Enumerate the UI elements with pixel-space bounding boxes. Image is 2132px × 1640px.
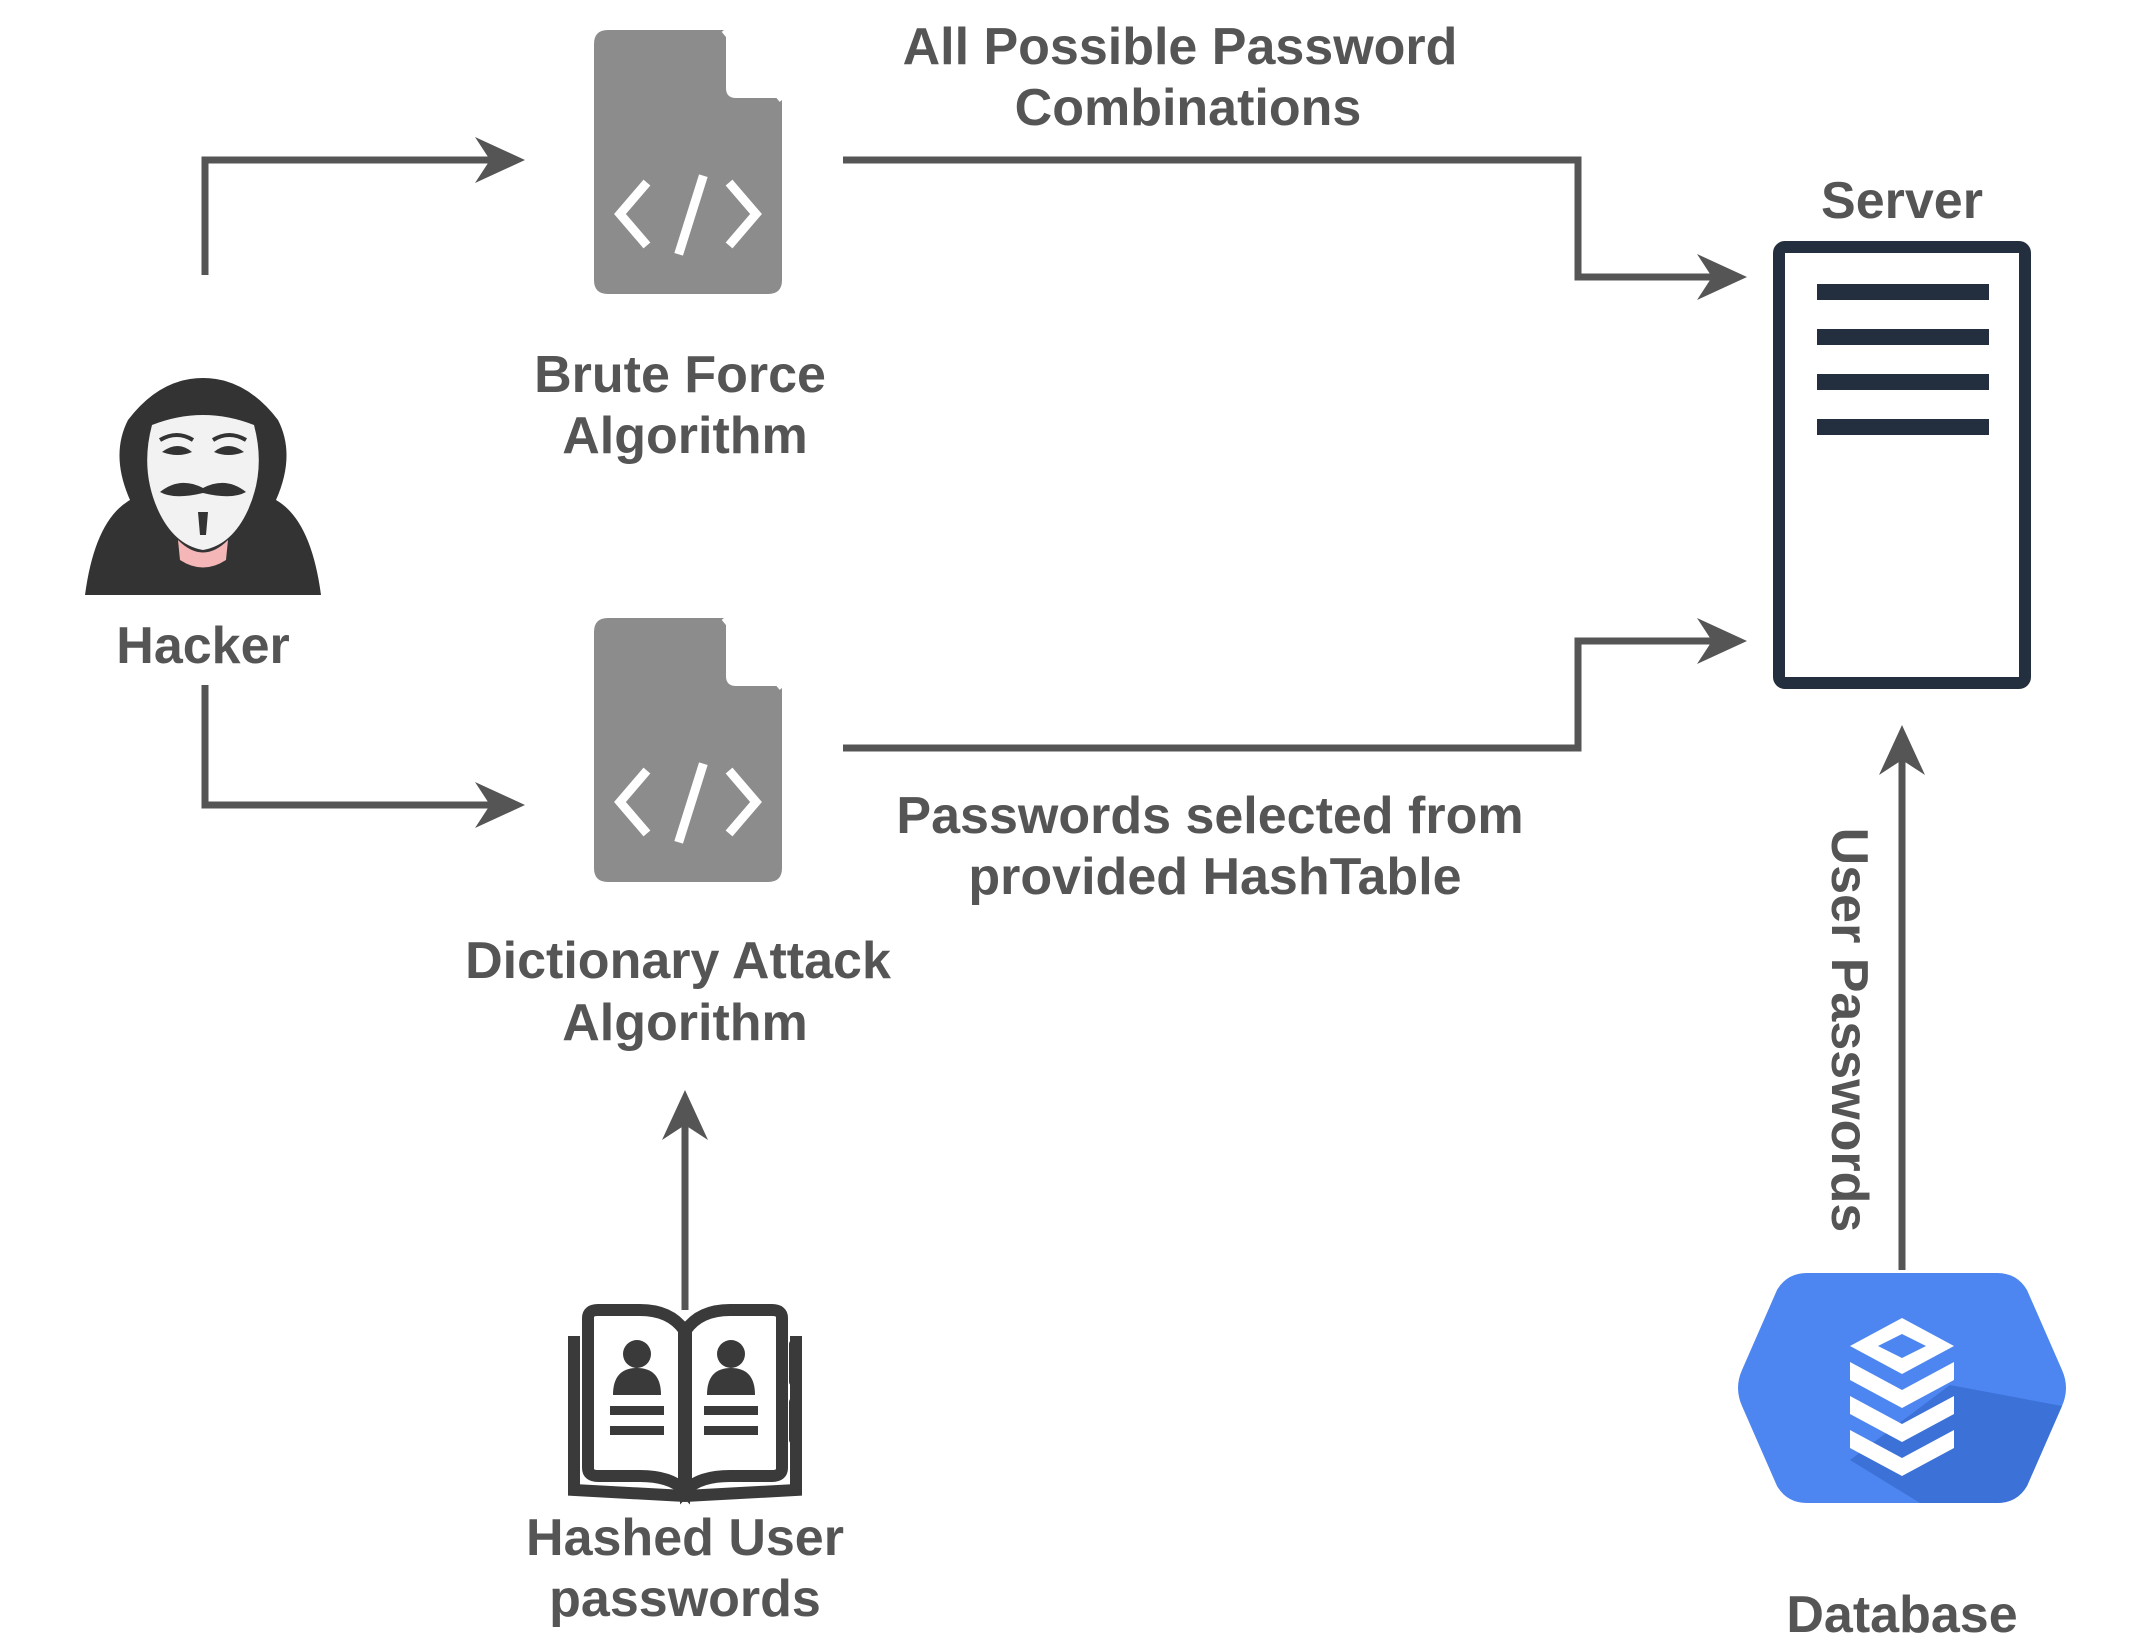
code-file-icon (594, 28, 785, 294)
connectors (201, 137, 1925, 1310)
edge-label-brute-force-line2: Combinations (1015, 79, 1362, 137)
edge-label-dictionary-line2: provided HashTable (968, 848, 1461, 906)
dictionary-attack-label-line2: Algorithm (562, 994, 808, 1052)
arrow-brute-force-to-server (843, 156, 1747, 300)
server-icon (1773, 241, 2031, 689)
edge-label-brute-force-line1: All Possible Password (903, 18, 1458, 76)
brute-force-label-line2: Algorithm (562, 407, 808, 465)
database-label: Database (1786, 1586, 2017, 1640)
hacker-mask-icon (85, 378, 321, 595)
hashed-passwords-label-line2: passwords (549, 1570, 821, 1628)
address-book-icon (568, 1304, 802, 1505)
cloud-database-icon (1738, 1273, 2066, 1503)
edge-label-user-passwords: User Passwords (1820, 828, 1878, 1233)
arrow-dictionary-attack-to-server (843, 618, 1747, 752)
code-file-icon (594, 616, 785, 882)
brute-force-label-line1: Brute Force (534, 346, 826, 404)
hacker-label: Hacker (116, 617, 289, 675)
arrow-hashed-passwords-to-dictionary-attack (662, 1090, 708, 1310)
arrow-hacker-to-brute-force (201, 137, 525, 275)
arrow-hacker-to-dictionary-attack (201, 685, 525, 828)
dictionary-attack-label-line1: Dictionary Attack (465, 932, 891, 990)
arrow-database-to-server (1879, 725, 1925, 1270)
server-label: Server (1821, 172, 1983, 230)
hashed-passwords-label-line1: Hashed User (526, 1509, 844, 1567)
edge-label-dictionary-line1: Passwords selected from (896, 787, 1523, 845)
